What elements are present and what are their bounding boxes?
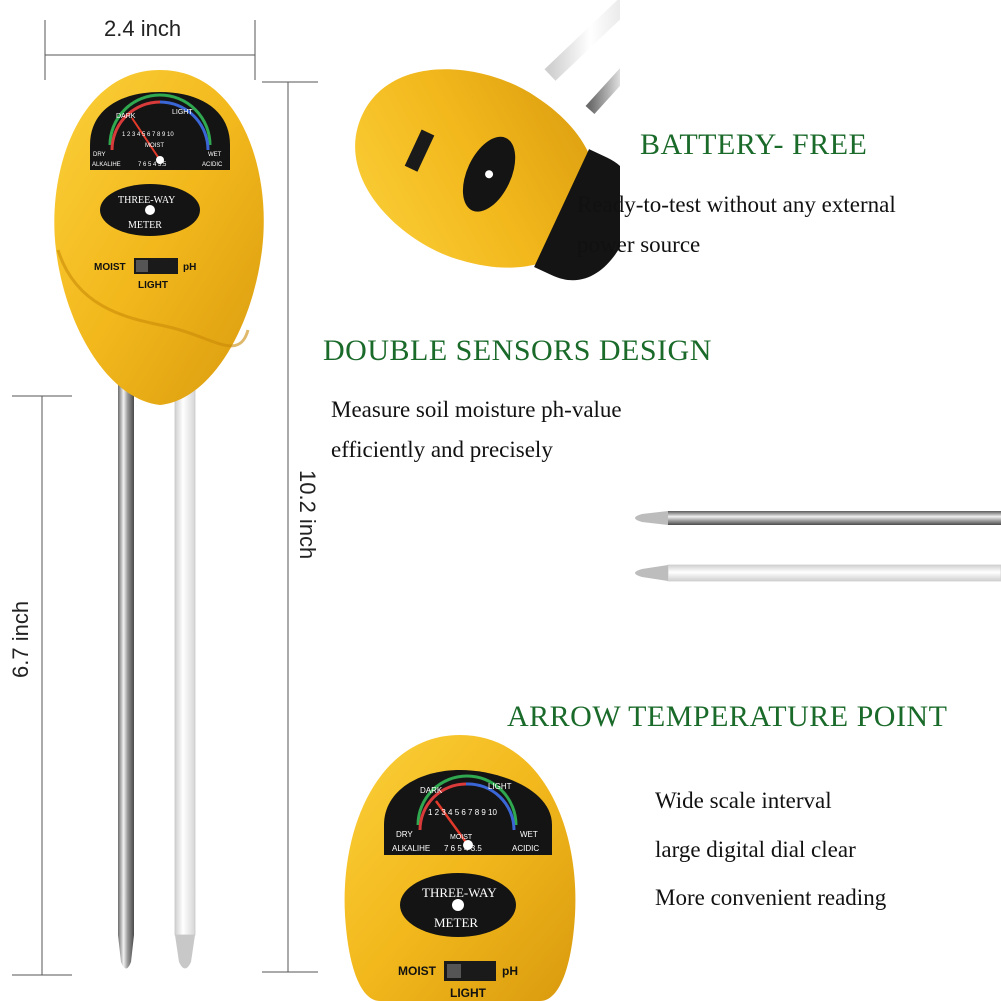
closeup-dial-alkaline-label: ALKALIHE [392, 844, 430, 853]
closeup-dial-dark-label: DARK [420, 786, 443, 795]
metal-probe [118, 380, 134, 969]
feature-battery-free-line-2: power source [577, 232, 701, 257]
feature-battery-free-line-1: Ready-to-test without any external [577, 192, 896, 217]
meter-closeup-illustration [344, 735, 576, 1001]
switch-ph-label: pH [183, 262, 196, 273]
closeup-dial-wet-label: WET [520, 830, 538, 839]
three-way-badge [100, 184, 200, 236]
probe-tips-illustration [635, 511, 1001, 582]
mode-switch [134, 258, 178, 274]
closeup-dial-acidic-label: ACIDIC [512, 844, 539, 853]
white-probe [174, 379, 196, 969]
dial-ph-scale: 7 6 5 4 3.5 [138, 162, 167, 168]
closeup-badge-line-2: METER [434, 915, 478, 930]
badge-line-1: THREE-WAY [118, 195, 175, 206]
closeup-dial-light-label: LIGHT [488, 782, 512, 791]
closeup-switch-light-label: LIGHT [450, 986, 487, 1000]
dial-dark-label: DARK [116, 113, 136, 120]
closeup-switch-ph-label: pH [502, 964, 518, 978]
dial-light-label: LIGHT [172, 109, 193, 116]
switch-moist-label: MOIST [94, 262, 126, 273]
closeup-dial-moist-scale: 1 2 3 4 5 6 7 8 9 10 [428, 808, 497, 817]
closeup-dial-moist-label: MOIST [450, 834, 473, 841]
feature-arrow-point-line-2: large digital dial clear [655, 837, 856, 862]
dial-acidic-label: ACIDIC [202, 162, 223, 168]
switch-light-label: LIGHT [138, 280, 168, 291]
tilted-meter-illustration [355, 0, 620, 281]
closeup-switch-moist-label: MOIST [398, 964, 437, 978]
feature-double-sensors-line-2: efficiently and precisely [331, 437, 553, 462]
width-dimension-label: 2.4 inch [104, 16, 182, 41]
feature-double-sensors-line-1: Measure soil moisture ph-value [331, 397, 622, 422]
closeup-dial-dry-label: DRY [396, 830, 413, 839]
closeup-badge-line-1: THREE-WAY [422, 885, 497, 900]
dial-moist-label: MOIST [145, 143, 164, 149]
feature-arrow-point-line-3: More convenient reading [655, 885, 887, 910]
badge-line-2: METER [128, 220, 162, 231]
feature-arrow-point-title: ARROW TEMPERATURE POINT [507, 700, 948, 733]
dial-face [90, 92, 230, 170]
feature-battery-free-title: BATTERY- FREE [640, 128, 868, 161]
dial-alkaline-label: ALKALIHE [92, 162, 121, 168]
full-meter-illustration: DARK LIGHT MOIST DRY WET ALKALIHE ACIDIC… [54, 70, 264, 969]
closeup-labels: DARK LIGHT MOIST DRY WET ALKALIHE ACIDIC… [392, 782, 539, 1000]
dial-wet-label: WET [208, 152, 222, 158]
dial-moist-scale: 1 2 3 4 5 6 7 8 9 10 [122, 132, 174, 138]
feature-double-sensors-title: DOUBLE SENSORS DESIGN [323, 334, 712, 367]
dial-dry-label: DRY [93, 152, 106, 158]
closeup-dial-ph-scale: 7 6 5 4 3.5 [444, 844, 482, 853]
white-probe-tip [635, 564, 1001, 582]
metal-probe-tip [635, 511, 1001, 525]
feature-arrow-point-line-1: Wide scale interval [655, 788, 832, 813]
